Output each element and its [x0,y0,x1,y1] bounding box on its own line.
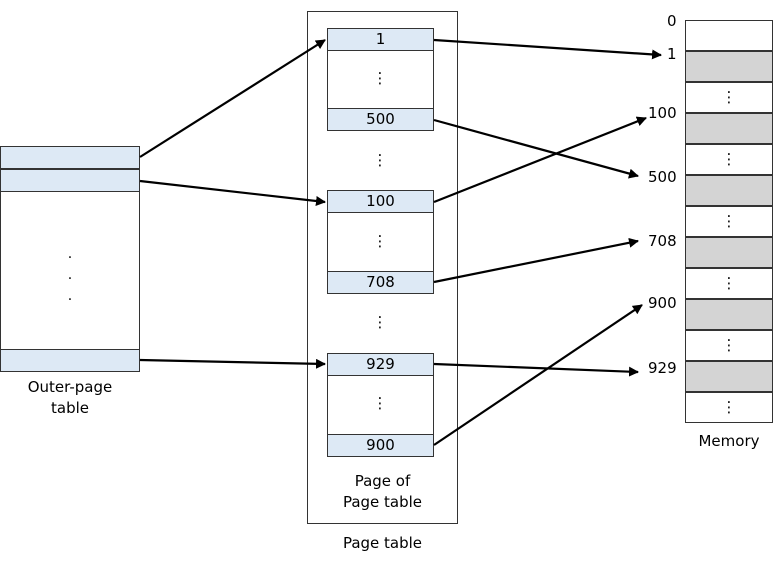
memory-frame [685,51,773,82]
page2-entry-top: 100 [327,190,434,213]
memory-frame [685,206,773,237]
outer-entry-2 [0,169,140,192]
between-pages-ellipsis-1: ⋮ [372,151,388,169]
arrow-entry708-to-frame708 [433,237,639,284]
memory-frame [685,113,773,144]
memory-frame [685,20,773,51]
arrow-entry1-to-frame1 [433,38,662,60]
arrow-entry900-to-frame900 [433,304,643,446]
memory-frame [685,268,773,299]
page3-ellipsis: ⋮ [372,394,388,412]
inner-caption-line1: Page of [354,472,411,490]
page1-entry-top: 1 [327,28,434,51]
memory-label-0: 0 [667,12,677,30]
arrow-outer2-to-page2 [139,179,326,206]
memory-frame [685,361,773,392]
page2-entry-bottom: 708 [327,271,434,294]
memory-frame [685,237,773,268]
page-table-caption: Page table [342,534,423,552]
page-of-page-table-caption: Page of Page table [307,471,458,513]
page-table-box [307,11,458,524]
memory-ellipsis: ⋮ [721,150,737,168]
memory-ellipsis: ⋮ [721,212,737,230]
page1-ellipsis: ⋮ [372,69,388,87]
memory-caption: Memory [698,432,760,450]
outer-caption-line1: Outer-page [27,378,113,396]
outer-entry-last [0,349,140,372]
outer-table-caption: Outer-page table [0,377,140,419]
memory-label-1: 1 [667,45,677,63]
outer-caption-line2: table [51,399,89,417]
memory-label-929: 929 [648,359,677,377]
memory-frame [685,299,773,330]
memory-frame [685,144,773,175]
arrow-outer1-to-page1 [139,39,326,158]
memory-ellipsis: ⋮ [721,88,737,106]
memory-frame [685,392,773,423]
memory-label-900: 900 [648,294,677,312]
outer-entry-1 [0,146,140,169]
outer-table-ellipsis: ··· [67,250,73,308]
page3-entry-top: 929 [327,353,434,376]
between-pages-ellipsis-2: ⋮ [372,313,388,331]
memory-label-708: 708 [648,232,677,250]
memory-ellipsis: ⋮ [721,398,737,416]
arrow-entry100-to-frame100 [433,116,647,204]
arrow-entry500-to-frame500 [433,118,639,179]
page2-ellipsis: ⋮ [372,232,388,250]
memory-frame [685,82,773,113]
memory-ellipsis: ⋮ [721,336,737,354]
memory-label-500: 500 [648,168,677,186]
memory-ellipsis: ⋮ [721,274,737,292]
page3-entry-bottom: 900 [327,434,434,457]
memory-frame [685,175,773,206]
arrow-entry929-to-frame929 [433,362,639,377]
arrow-outer-last-to-page3 [139,358,326,369]
page1-entry-bottom: 500 [327,108,434,131]
memory-frame [685,330,773,361]
memory-label-100: 100 [648,104,677,122]
inner-caption-line2: Page table [342,493,423,511]
